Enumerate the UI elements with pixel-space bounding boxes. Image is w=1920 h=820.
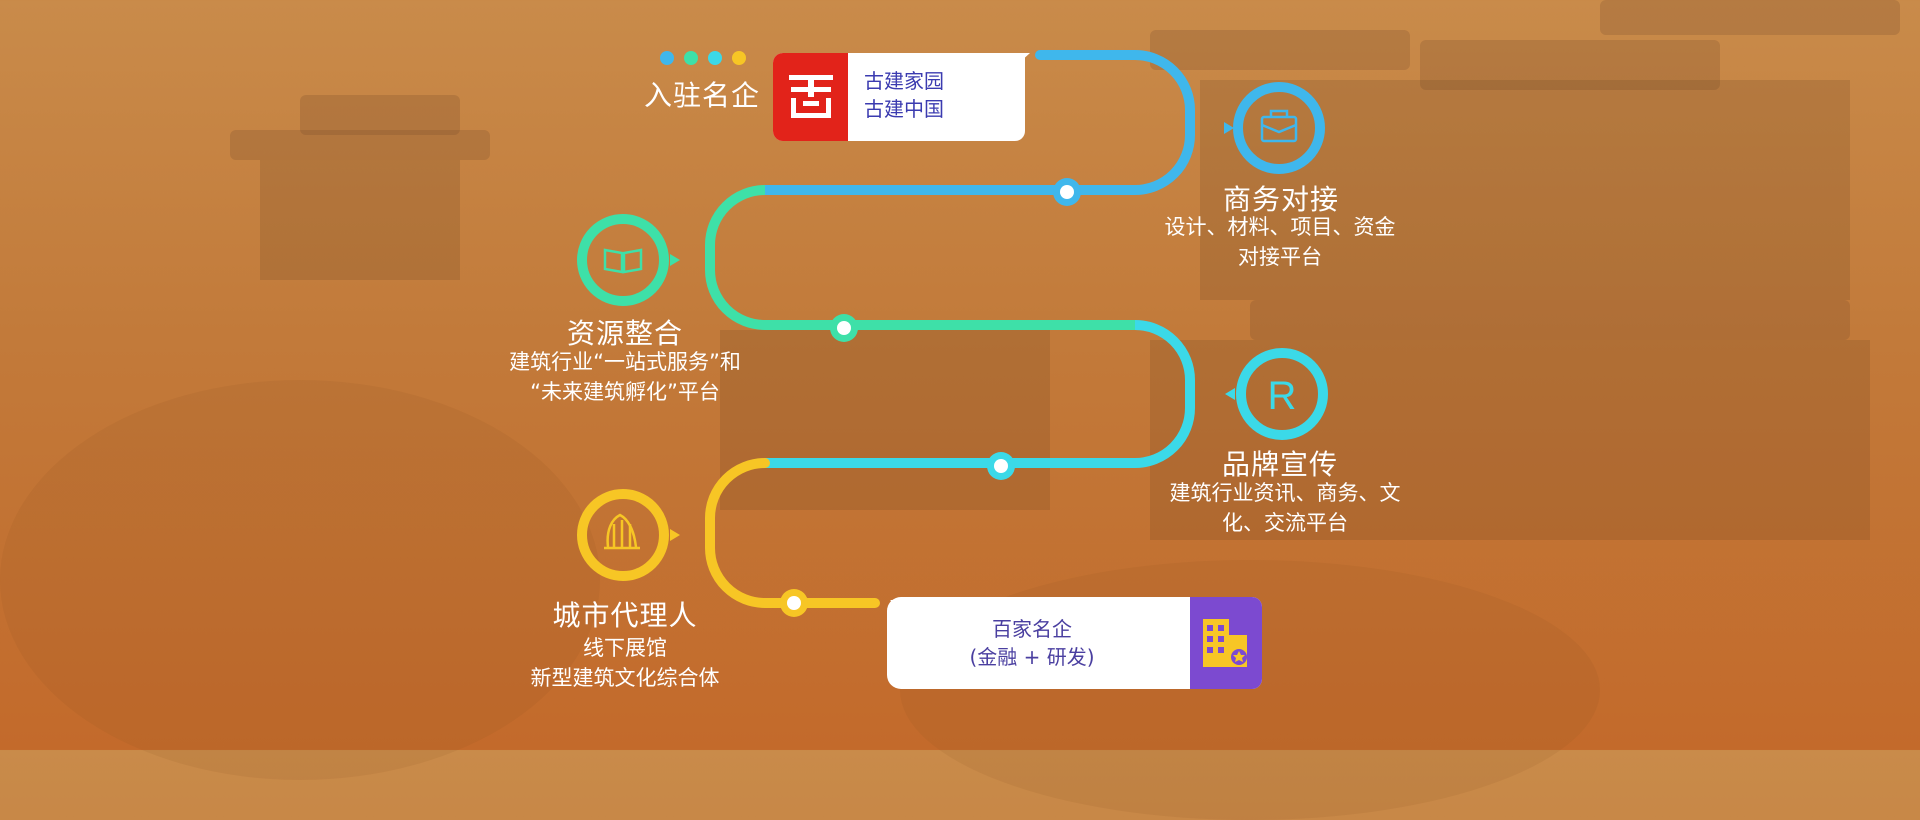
- path-loop-2: [765, 320, 1195, 468]
- connector-dot: [830, 314, 858, 342]
- node-brand-desc-line: 化、交流平台: [1222, 511, 1348, 535]
- node-business-desc-line: 设计、材料、项目、资金: [1164, 215, 1396, 239]
- node-agent-circle: [577, 489, 680, 581]
- enterprise-line-1: 百家名企: [992, 617, 1072, 641]
- node-business-circle: [1224, 82, 1325, 174]
- node-agent-desc-line: 线下展馆: [583, 636, 667, 660]
- node-business-title: 商务对接: [1222, 183, 1339, 216]
- node-agent-desc-line: 新型建筑文化综合体: [530, 666, 720, 690]
- scroll-icon: [604, 513, 640, 550]
- logo-card[interactable]: 古建家园 古建中国: [773, 53, 1025, 141]
- entry-label: 入驻名企: [644, 79, 761, 112]
- enterprise-card[interactable]: 百家名企 (金融 + 研发): [887, 597, 1262, 689]
- logo-text: 古建家园 古建中国: [864, 67, 944, 123]
- flow-diagram: R: [577, 50, 1328, 617]
- registered-icon: R: [1268, 374, 1297, 418]
- node-resources-desc-line: “未来建筑孵化”平台: [530, 380, 720, 404]
- node-agent-desc: 线下展馆 新型建筑文化综合体: [475, 633, 775, 693]
- briefcase-icon: [1260, 109, 1298, 143]
- connector-dot: [987, 452, 1015, 480]
- node-brand-circle: R: [1225, 348, 1328, 440]
- node-brand-title: 品牌宣传: [1221, 448, 1338, 481]
- book-icon: [603, 248, 643, 274]
- brand-logo-icon: [773, 53, 848, 141]
- logo-line-1: 古建家园: [864, 69, 944, 93]
- enterprise-text: 百家名企 (金融 + 研发): [887, 615, 1177, 671]
- node-resources-circle: [577, 214, 680, 306]
- enterprise-line-2: (金融 + 研发): [969, 645, 1095, 669]
- node-business-desc-line: 对接平台: [1238, 245, 1322, 269]
- path-loop-1: [705, 185, 1135, 330]
- node-resources-title: 资源整合: [566, 317, 683, 350]
- building-icon: [1190, 597, 1262, 689]
- node-agent-title: 城市代理人: [552, 599, 698, 632]
- node-brand-desc-line: 建筑行业资讯、商务、文: [1169, 481, 1401, 505]
- path-loop-3: [705, 458, 880, 608]
- header-dots-icon: [660, 51, 746, 65]
- node-resources-desc: 建筑行业“一站式服务”和 “未来建筑孵化”平台: [470, 347, 780, 407]
- connector-dot: [780, 589, 808, 617]
- connector-dot: [1053, 178, 1081, 206]
- node-resources-desc-line: 建筑行业“一站式服务”和: [509, 350, 741, 374]
- node-brand-desc: 建筑行业资讯、商务、文 化、交流平台: [1140, 478, 1430, 538]
- logo-line-2: 古建中国: [864, 97, 944, 121]
- path-top: [760, 50, 1195, 195]
- node-business-desc: 设计、材料、项目、资金 对接平台: [1130, 212, 1430, 272]
